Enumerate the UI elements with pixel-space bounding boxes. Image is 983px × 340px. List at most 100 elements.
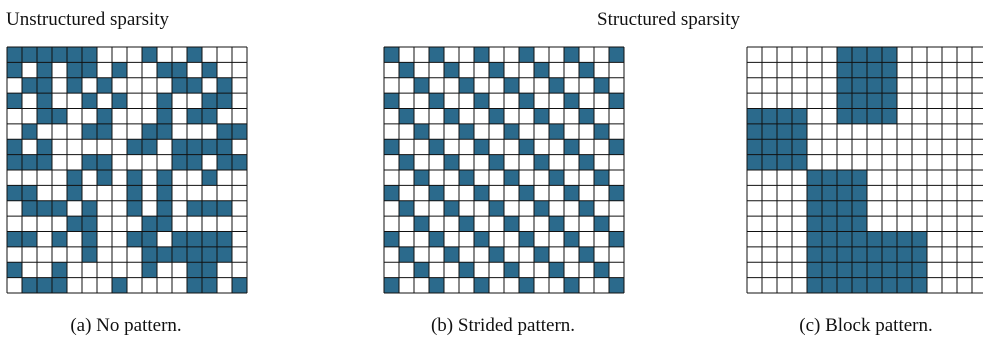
empty-cell [549,200,564,217]
empty-cell [837,123,852,140]
filled-cell [534,200,549,217]
empty-cell [217,170,232,186]
filled-cell [172,139,187,155]
empty-cell [972,108,983,124]
filled-cell [594,123,609,140]
empty-cell [489,231,504,247]
empty-cell [882,170,897,186]
empty-cell [384,262,399,278]
filled-cell [549,170,564,186]
empty-cell [927,47,942,63]
empty-cell [897,108,912,124]
empty-cell [609,216,624,232]
empty-cell [747,93,762,109]
filled-cell [22,277,37,294]
filled-cell [444,246,459,263]
empty-cell [444,93,459,109]
empty-cell [187,170,202,186]
empty-cell [172,262,187,278]
empty-cell [762,216,777,232]
empty-cell [82,185,97,201]
empty-cell [384,62,399,78]
filled-cell [37,277,52,294]
empty-cell [777,62,792,78]
filled-cell [459,123,474,140]
filled-cell [232,277,247,294]
empty-cell [912,185,927,201]
empty-cell [579,216,594,232]
filled-cell [22,231,37,247]
filled-cell [7,154,22,171]
empty-cell [22,108,37,124]
empty-cell [384,246,399,263]
empty-cell [777,262,792,278]
filled-cell [37,93,52,109]
empty-cell [52,93,67,109]
empty-cell [37,216,52,232]
filled-cell [82,216,97,232]
empty-cell [792,277,807,294]
filled-cell [459,262,474,278]
empty-cell [792,185,807,201]
empty-cell [609,77,624,94]
empty-cell [474,154,489,171]
empty-cell [97,47,112,63]
filled-cell [37,108,52,124]
empty-cell [414,139,429,155]
filled-cell [564,47,579,63]
filled-cell [519,139,534,155]
filled-cell [127,139,142,155]
filled-cell [459,170,474,186]
filled-cell [579,154,594,171]
empty-cell [912,93,927,109]
empty-cell [157,77,172,94]
filled-cell [474,277,489,294]
empty-cell [202,123,217,140]
empty-cell [792,77,807,94]
empty-cell [82,262,97,278]
empty-cell [837,139,852,155]
filled-cell [187,262,202,278]
empty-cell [232,246,247,263]
empty-cell [52,216,67,232]
empty-cell [564,123,579,140]
empty-cell [534,231,549,247]
filled-cell [444,62,459,78]
empty-cell [942,277,957,294]
empty-cell [957,47,972,63]
empty-cell [67,108,82,124]
empty-cell [399,93,414,109]
empty-cell [504,154,519,171]
filled-cell [474,47,489,63]
filled-cell [172,62,187,78]
empty-cell [594,185,609,201]
empty-cell [792,200,807,217]
empty-cell [429,123,444,140]
filled-cell [187,139,202,155]
empty-cell [429,262,444,278]
empty-cell [444,77,459,94]
empty-cell [112,185,127,201]
filled-cell [37,47,52,63]
empty-cell [7,277,22,294]
empty-cell [82,277,97,294]
empty-cell [22,62,37,78]
empty-cell [927,246,942,263]
empty-cell [579,77,594,94]
empty-cell [792,93,807,109]
empty-cell [97,185,112,201]
filled-cell [22,200,37,217]
filled-cell [384,277,399,294]
empty-cell [957,108,972,124]
filled-cell [564,231,579,247]
empty-cell [142,200,157,217]
filled-cell [97,123,112,140]
empty-cell [444,216,459,232]
empty-cell [172,185,187,201]
empty-cell [7,123,22,140]
empty-cell [594,139,609,155]
empty-cell [37,170,52,186]
empty-cell [217,185,232,201]
empty-cell [807,139,822,155]
empty-cell [127,262,142,278]
